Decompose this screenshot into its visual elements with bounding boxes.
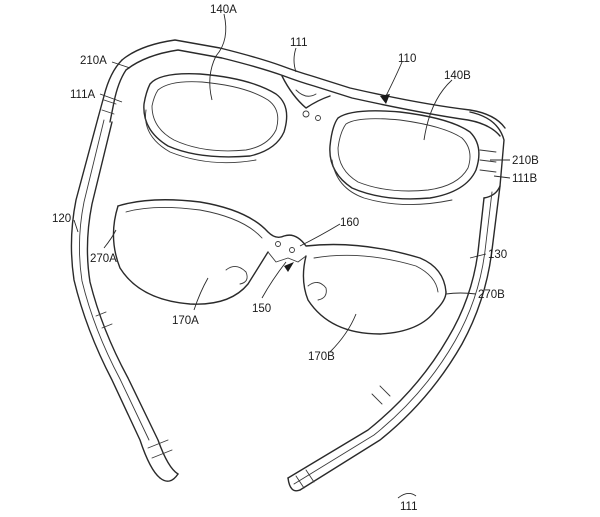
label-150: 150: [252, 303, 271, 315]
arrow-110: [380, 94, 390, 104]
leader-lines: [73, 13, 511, 499]
label-210B: 210B: [512, 155, 539, 167]
label-111A: 111A: [70, 89, 95, 101]
label-111-bottom: 111: [400, 501, 417, 513]
right-temple: [287, 185, 501, 492]
label-130: 130: [488, 249, 507, 261]
arrow-150: [284, 262, 294, 272]
label-270B: 270B: [478, 289, 505, 301]
label-140B: 140B: [444, 70, 471, 82]
sub-frame: [112, 199, 447, 335]
label-110: 110: [398, 53, 416, 65]
label-160: 160: [340, 217, 359, 229]
label-111B: 111B: [512, 173, 537, 185]
main-frame: [97, 39, 506, 205]
label-210A: 210A: [80, 55, 107, 67]
label-111-top: 111: [290, 37, 307, 49]
reference-labels: 140A 111 210A 110 140B 111A 210B 111B 12…: [52, 4, 539, 513]
label-270A: 270A: [90, 253, 117, 265]
left-temple: [70, 117, 179, 482]
label-140A: 140A: [210, 4, 237, 16]
label-170B: 170B: [308, 351, 335, 363]
label-120: 120: [52, 213, 71, 225]
label-170A: 170A: [172, 315, 199, 327]
